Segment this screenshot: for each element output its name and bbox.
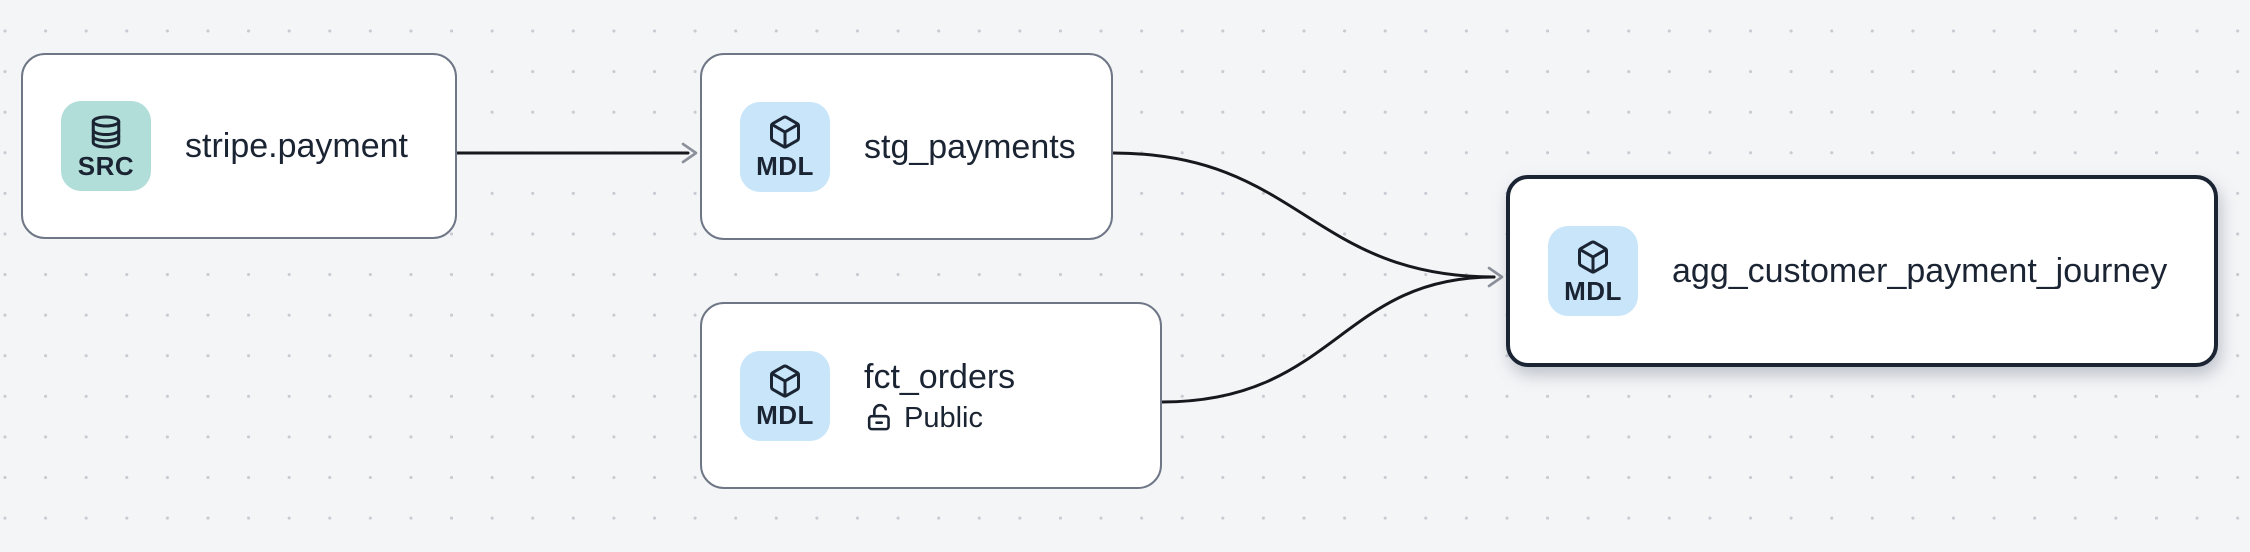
node-agg-customer-payment-journey[interactable]: MDL agg_customer_payment_journey (1506, 175, 2218, 367)
badge-label: MDL (756, 400, 814, 430)
arrowhead-into-stg-payments (681, 142, 698, 164)
node-title: agg_customer_payment_journey (1672, 252, 2168, 290)
node-title: stg_payments (864, 127, 1076, 166)
edge-stg-payments-to-agg (1111, 151, 1496, 279)
cube-icon (1575, 239, 1611, 275)
database-icon (88, 114, 124, 150)
node-stripe-payment[interactable]: SRC stripe.payment (21, 53, 457, 239)
edge-fct-orders-to-agg (1160, 275, 1496, 404)
badge-label: SRC (77, 150, 135, 181)
access-label: Public (904, 401, 983, 434)
cube-icon (767, 114, 803, 150)
arrowhead-into-agg (1487, 266, 1504, 288)
node-title: stripe.payment (185, 127, 408, 165)
badge-label: MDL (756, 151, 814, 181)
access-row: Public (864, 400, 1015, 436)
model-badge: MDL (740, 350, 830, 441)
badge-label: MDL (1564, 275, 1622, 306)
model-badge: MDL (1548, 226, 1638, 316)
unlock-icon (864, 402, 895, 433)
cube-icon (767, 363, 803, 399)
model-badge: MDL (740, 101, 830, 192)
node-fct-orders[interactable]: MDL fct_orders Public (700, 302, 1162, 489)
node-title: fct_orders (864, 357, 1016, 396)
source-badge: SRC (61, 101, 151, 191)
node-stg-payments[interactable]: MDL stg_payments (700, 53, 1113, 240)
